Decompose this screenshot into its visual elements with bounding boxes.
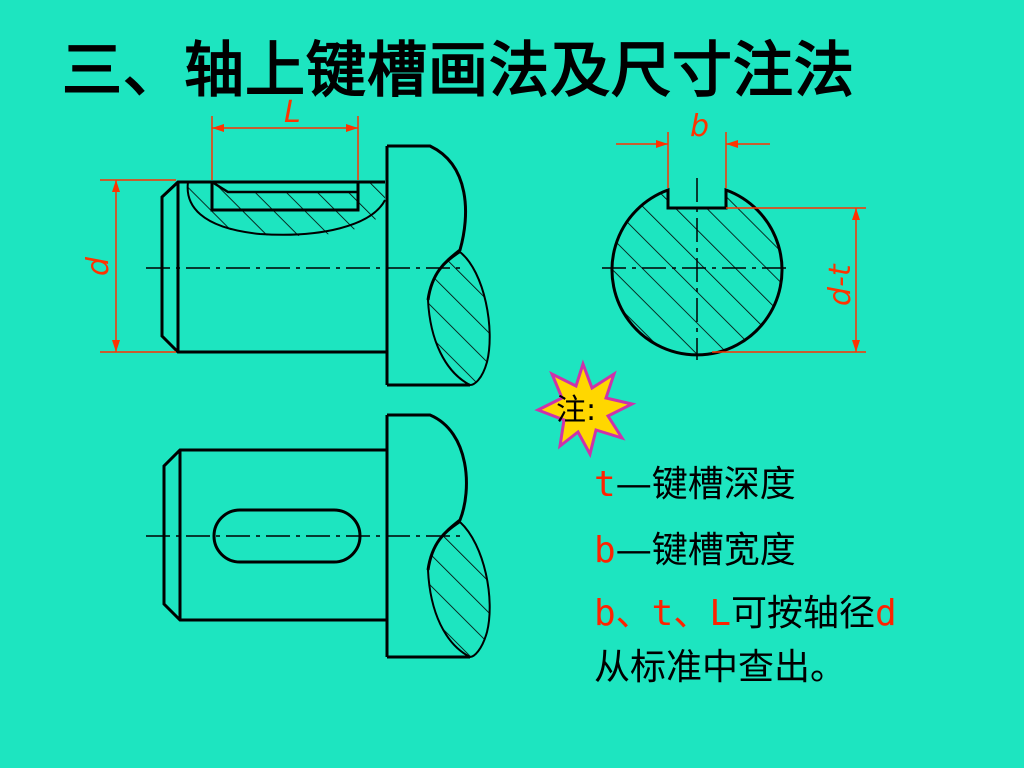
note-line-depth: t—键槽深度 [594, 455, 796, 507]
symbol-t: t [594, 464, 616, 505]
symbol-b: b [594, 530, 616, 571]
note-mark: 注: [556, 393, 596, 428]
width-text: —键槽宽度 [615, 530, 796, 571]
dim-label-b: b [690, 109, 709, 144]
top-view [146, 413, 491, 659]
symbol-d: d [875, 593, 897, 634]
front-view: L d [81, 95, 491, 387]
note-line-lookup: b、t、L可按轴径d [594, 584, 897, 636]
break-line [186, 181, 386, 236]
dim-label-L: L [284, 95, 301, 130]
symbols-btl: b、t、L [594, 593, 732, 634]
lookup-text: 可按轴径 [731, 593, 876, 634]
collar-section-hatch [426, 250, 491, 387]
note-line-width: b—键槽宽度 [594, 521, 796, 573]
slide-title: 三、轴上键槽画法及尺寸注法 [62, 36, 855, 106]
note-line-standard: 从标准中查出。 [594, 638, 846, 690]
dim-label-d-t: d-t [823, 263, 858, 306]
keyway-profile [210, 182, 360, 212]
depth-text: —键槽深度 [615, 464, 796, 505]
note-starburst: 注: [534, 359, 637, 459]
dim-label-d: d [81, 256, 116, 276]
section-view: b d-t [602, 109, 866, 360]
standard-text: 从标准中查出。 [594, 647, 847, 688]
